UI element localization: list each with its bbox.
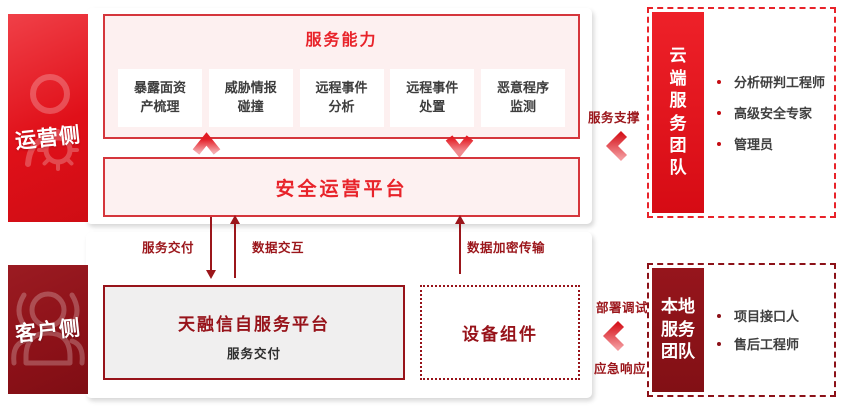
deploy-debug-label: 部署调试 [596,301,649,315]
bullet-dot-icon [717,141,721,146]
chevron-down-icon [445,135,474,158]
service-capability-title: 服务能力 [305,32,378,49]
member-name: 管理员 [734,137,774,152]
capability-item: 暴露面资产梳理 [118,69,202,127]
chevron-up-icon [192,132,221,155]
local-team-title: 本地服务团队 [661,297,695,362]
data-exchange-label: 数据交互 [252,241,305,255]
capability-item-row: 暴露面资产梳理 威胁情报碰撞 远程事件分析 远程事件处置 恶意程序监测 [118,69,565,127]
encrypted-transfer-label: 数据加密传输 [467,241,546,255]
cloud-service-team-group: 云端服务团队 分析研判工程师 高级安全专家 管理员 [647,7,836,218]
local-team-bar: 本地服务团队 [652,268,704,392]
member-name: 高级安全专家 [734,106,813,121]
capability-item: 远程事件处置 [390,69,475,127]
chevron-left-icon [602,320,625,352]
list-item: 高级安全专家 [717,103,825,122]
chevron-left-icon [605,130,628,162]
self-service-platform-title: 天融信自服务平台 [178,315,330,334]
local-service-team-group: 本地服务团队 项目接口人 售后工程师 [647,263,836,397]
person-gear-icon [25,74,79,171]
capability-item: 威胁情报碰撞 [208,69,293,127]
cloud-team-member-list: 分析研判工程师 高级安全专家 管理员 [717,72,825,165]
list-item: 售后工程师 [717,334,799,353]
member-name: 项目接口人 [734,309,800,324]
operations-side-block: 运营侧 [8,14,88,222]
self-service-platform-box: 天融信自服务平台 服务交付 [103,285,405,380]
self-service-platform-subtitle: 服务交付 [226,347,281,361]
service-support-label: 服务支撑 [588,111,641,125]
bullet-dot-icon [717,110,721,115]
service-capability-box: 服务能力 暴露面资产梳理 威胁情报碰撞 远程事件分析 远程事件处置 恶意程序监测 [103,14,580,139]
list-item: 项目接口人 [717,306,799,325]
capability-item: 远程事件分析 [299,69,384,127]
service-delivery-label: 服务交付 [142,241,195,255]
customer-side-block: 客户侧 [8,265,88,394]
bullet-dot-icon [717,313,721,318]
member-name: 分析研判工程师 [734,75,826,90]
list-item: 分析研判工程师 [717,72,825,91]
security-operations-platform-box: 安全运营平台 [103,157,580,217]
capability-item: 恶意程序监测 [481,69,565,127]
emergency-response-label: 应急响应 [594,362,647,376]
device-components-box: 设备组件 [420,285,580,380]
local-team-member-list: 项目接口人 售后工程师 [717,306,799,362]
bullet-dot-icon [717,79,721,84]
cloud-team-title: 云端服务团队 [669,46,687,178]
people-group-icon [11,291,85,366]
bullet-dot-icon [717,341,721,346]
list-item: 管理员 [717,134,825,153]
cloud-team-bar: 云端服务团队 [652,12,704,213]
member-name: 售后工程师 [734,337,800,352]
